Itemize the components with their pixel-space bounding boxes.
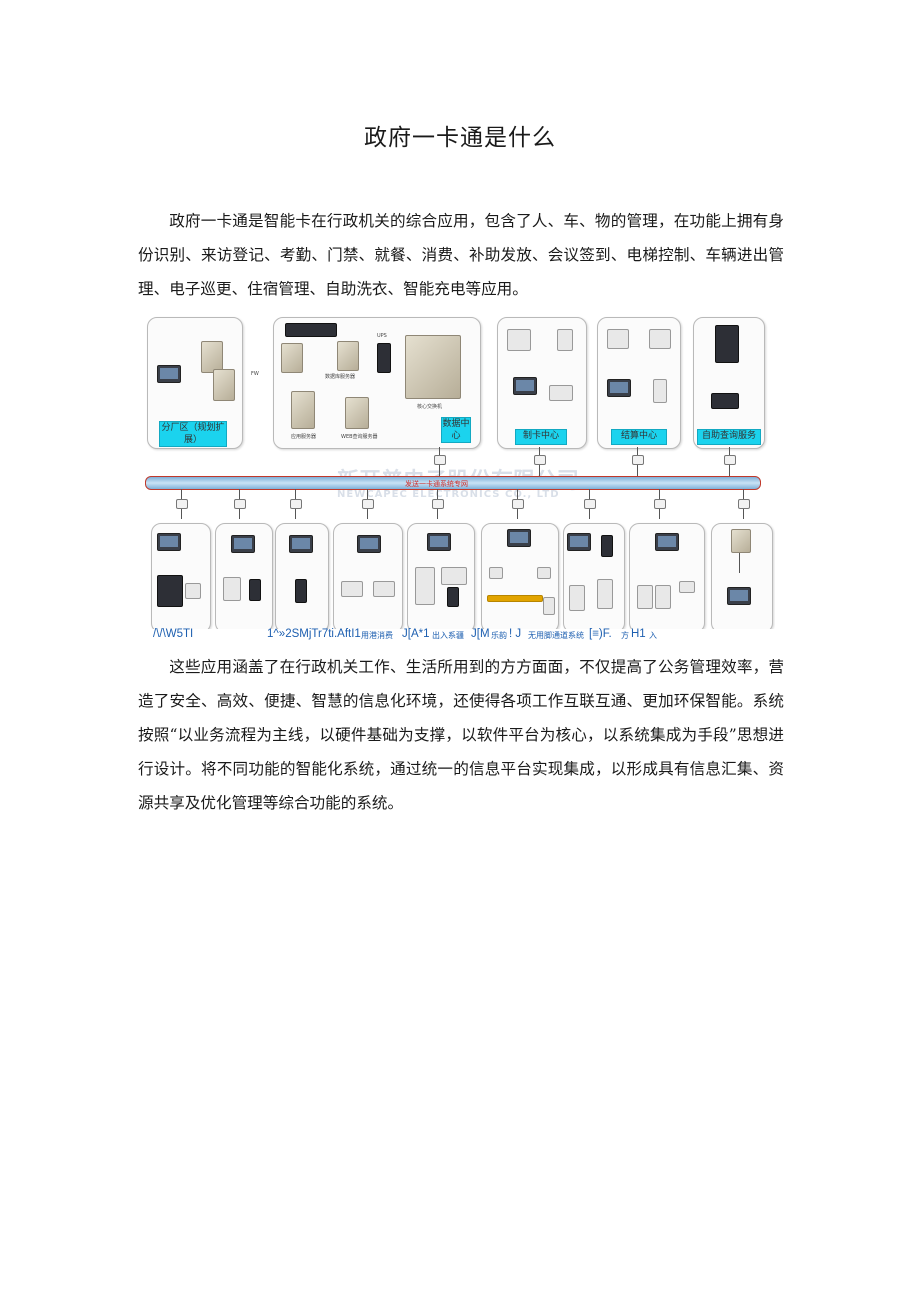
app-server-label: 应用服务器 [291,434,317,440]
web-server-label: WEB查询服务器 [341,434,378,440]
bus-label: 发送一卡通系统专网 [405,480,468,488]
ups-icon [377,343,391,373]
switch-icon [534,455,546,465]
reader-icon [249,579,261,601]
switch-icon [632,455,644,465]
caption-part: [≡)F. [589,628,612,640]
server-icon [213,369,235,401]
computer-icon [289,535,313,553]
laptop-icon [711,393,739,409]
computer-icon [607,379,631,397]
branch-label: 分厂区（规划扩展） [159,421,227,447]
camera-icon [489,567,503,579]
caption-part: 方 [621,631,629,640]
switch-icon [654,499,666,509]
caption-part: J[A*1 [402,628,430,640]
reader-icon [447,587,459,607]
attendance-device-icon [223,577,241,601]
caption-part: H1 [631,628,646,640]
caption-part: 入 [649,631,657,640]
computer-icon [427,533,451,551]
diagram-caption: /\/\W5TI 1^»2SMjTr7ti.AftI1 用港消费 J[A*1 出… [153,628,773,644]
barrier-gate-icon [487,595,543,602]
caption-part: 1^»2SMjTr7ti.AftI1 [267,628,361,640]
finance-center-label: 结算中心 [611,429,667,445]
core-switch-icon [405,335,461,399]
keypad-icon [569,585,585,611]
camera-icon [679,581,695,593]
computer-icon [567,533,591,551]
switch-icon [738,499,750,509]
server-icon [345,397,369,429]
network-bus [145,476,761,490]
self-service-label: 自助查询服务 [697,429,761,445]
terminal-icon [653,379,667,403]
data-center-label: 数据中心 [441,417,471,443]
turnstile-icon [655,585,671,609]
water-controller-icon [415,567,435,605]
switch-icon [234,499,246,509]
card-reader-icon [557,329,573,351]
computer-icon [507,529,531,547]
kiosk-icon [715,325,739,363]
switch-icon [290,499,302,509]
ups-label: UPS [377,333,387,339]
computer-icon [157,533,181,551]
ticket-box-icon [543,597,555,615]
camera-icon [537,567,551,579]
reader-icon [185,583,201,599]
caption-part: 出入系疆 [432,631,464,640]
caption-part: /\/\W5TI [153,628,194,640]
scanner-icon [549,385,573,401]
server-icon [201,341,223,373]
server-icon [281,343,303,373]
computer-icon [231,535,255,553]
switch-icon [432,499,444,509]
intro-paragraph: 政府一卡通是智能卡在行政机关的综合应用，包含了人、车、物的管理，在功能上拥有身份… [138,212,784,298]
switch-icon [724,455,736,465]
computer-icon [157,365,181,383]
watermark-en: NEWCAPEC ELECTRONICS CO., LTD [337,489,560,500]
server-rack-icon [285,323,337,337]
card-printer-icon [507,329,531,351]
body-paragraph: 这些应用涵盖了在行政机关工作、生活所用到的方方面面，不仅提高了公务管理效率，营造… [138,658,784,812]
switch-icon [584,499,596,509]
server-icon [731,529,751,553]
system-architecture-diagram: 分厂区（规划扩展） UPS FW 核心交换机 应用服务器 WEB查询服务器 数据… [145,313,775,629]
switch-icon [512,499,524,509]
link-line [739,553,740,573]
firewall-label: FW [251,371,259,377]
core-switch-label: 核心交换机 [417,404,443,410]
caption-part: J[M [471,628,490,640]
computer-icon [727,587,751,605]
server-icon [291,391,315,429]
caption-part: 无用脚通道系统 [528,631,584,640]
computer-icon [357,535,381,553]
switch-icon [362,499,374,509]
switch-icon [434,455,446,465]
computer-icon [513,377,537,395]
db-server-label: 数据库服务器 [325,374,356,380]
board-icon [441,567,467,585]
switch-icon [176,499,188,509]
pos-icon [373,581,395,597]
caption-part: 用港消费 [361,631,393,640]
terminal-icon [157,575,183,607]
caption-part: ! J [509,628,522,640]
computer-icon [655,533,679,551]
door-reader-icon [601,535,613,557]
reader-icon [295,579,307,603]
pos-icon [341,581,363,597]
caption-part: 乐韵 [491,631,507,640]
door-lock-icon [597,579,613,609]
cash-register-icon [607,329,629,349]
page-title: 政府一卡通是什么 [364,125,556,151]
server-icon [337,341,359,371]
printer-icon [649,329,671,349]
turnstile-icon [637,585,653,609]
card-center-label: 制卡中心 [515,429,567,445]
